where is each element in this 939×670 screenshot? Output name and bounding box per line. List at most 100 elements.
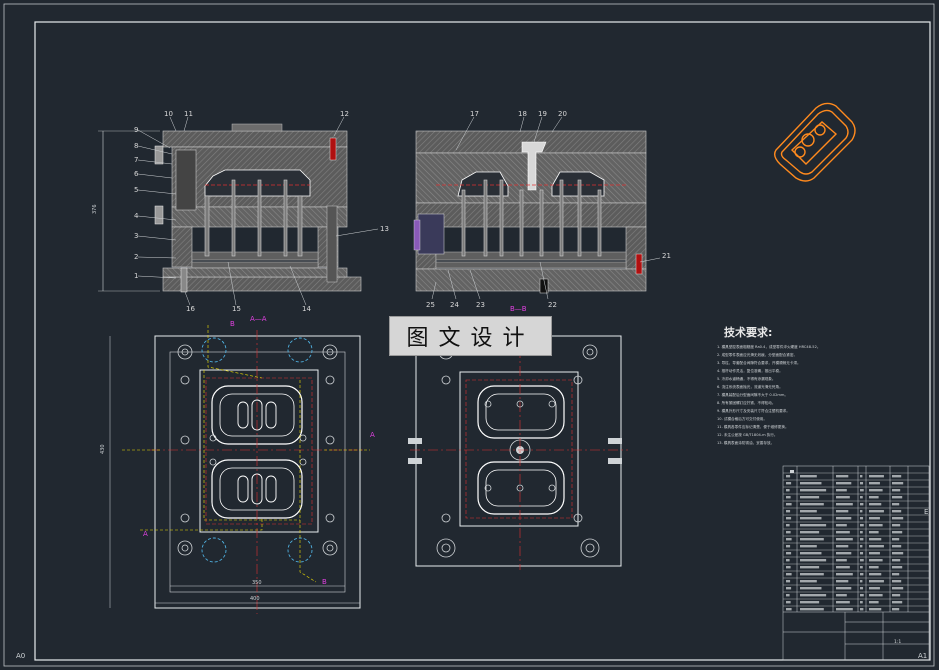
table-cell-text [860,601,863,604]
table-cell-text [892,475,902,478]
table-cell-text [800,580,817,583]
table-cell-text [786,510,791,513]
table-cell-text [892,559,901,562]
tech-item: 6. 浇注系统表面抛光，流道光滑无死角。 [717,385,783,389]
table-cell-text [800,545,817,548]
label-9: 9 [134,126,138,134]
table-cell-text [786,601,791,604]
tech-item: 3. 导柱、导套配合间隙符合要求，开模顺畅无卡滞。 [717,361,801,365]
table-cell-text [800,482,822,485]
table-cell-text [892,601,903,604]
table-cell-text [892,510,902,513]
table-cell-text [892,482,904,485]
table-cell-text [892,594,901,597]
svg-text:376: 376 [92,204,98,214]
table-cell-text [892,587,904,590]
tech-item: 10. 试模合格后方可交付使用。 [717,417,767,421]
table-cell-text [800,510,817,513]
tech-item: 2. 成型零件表面应光滑无划痕，分型面配合紧密。 [717,353,798,357]
section-a-right: A [370,431,375,439]
table-cell-text [869,559,883,562]
table-cell-text [892,503,900,506]
table-cell-text [860,517,864,520]
table-cell-text [836,524,847,527]
table-cell-text [892,489,901,492]
label-6: 6 [134,170,139,178]
table-cell-text [786,545,791,548]
label-8: 8 [134,142,138,150]
tech-item: 11. 模具各零件应标记清楚，便于维修更换。 [717,425,789,429]
label-23: 23 [476,301,485,309]
parts-list-rows [783,472,929,611]
label-11: 11 [184,110,193,118]
table-cell-text [869,503,882,506]
label-15: 15 [232,305,241,313]
right-section-view: 17 18 19 20 21 25 24 23 22 B—B [413,110,671,313]
table-cell-text [892,496,903,499]
outer-frame [3,3,935,667]
label-1: 1 [134,272,138,280]
table-cell-text [786,503,792,506]
table-cell-text [800,538,824,541]
table-cell-text [892,566,903,569]
table-cell-text [869,608,882,611]
table-cell-text [800,573,824,576]
table-cell-text [869,475,884,478]
table-cell-text [836,531,850,534]
table-cell-text [786,517,792,520]
tech-item: 5. 冷却水道畅通，不得有渗漏现象。 [717,377,776,381]
edge-label-left: A0 [16,652,26,660]
table-cell-text [836,545,849,548]
table-cell-text [836,482,852,485]
table-cell-text [860,475,863,478]
tech-item: 9. 模具外形尺寸及安装尺寸符合注塑机要求。 [717,409,790,413]
table-cell-text [892,545,902,548]
table-cell-text [836,601,850,604]
table-cell-text [860,587,864,590]
table-cell-text [800,608,824,611]
table-cell-text [892,580,902,583]
parts-list-table [782,465,930,661]
svg-text:350: 350 [252,580,262,586]
table-cell-text [836,503,853,506]
table-cell-text [836,587,852,590]
table-cell-text [800,503,824,506]
table-cell-text [800,531,820,534]
table-cell-text [860,552,864,555]
table-cell-text [836,538,853,541]
plan-view-right [408,330,628,570]
table-cell-text [860,496,863,499]
table-cell-text [786,475,791,478]
table-cell-text [892,552,904,555]
tech-item: 7. 模具装配后分型面间隙不大于 0.02mm。 [717,393,789,397]
table-cell-text [869,580,884,583]
table-cell-text [836,566,850,569]
section-bb-label: B—B [510,305,527,313]
svg-text:400: 400 [250,596,260,602]
table-cell-text [892,538,900,541]
table-cell-text [786,580,791,583]
table-cell-text [786,538,792,541]
table-cell-text [869,517,880,520]
table-cell-text [860,503,864,506]
tech-item: 1. 模具型腔表面粗糙度 Ra0.4，成型零件淬火硬度 HRC48-52。 [717,345,821,349]
table-cell-text [786,566,791,569]
inner-frame [34,21,931,661]
section-aa-label: A—A [250,315,267,323]
table-cell-text [860,482,864,485]
table-cell-text [800,489,827,492]
label-21: 21 [662,252,671,260]
table-cell-text [800,594,827,597]
table-cell-text [786,524,790,527]
table-cell-text [869,594,883,597]
label-10: 10 [164,110,173,118]
table-cell-text [869,531,879,534]
tech-item: 8. 所有紧固螺钉应拧紧，不得松动。 [717,401,776,405]
table-cell-text [786,587,792,590]
label-14: 14 [302,305,311,313]
table-cell-text [786,559,790,562]
section-b-bottom: B [322,578,327,586]
table-cell-text [800,601,820,604]
table-cell-text [869,496,879,499]
table-cell-text [800,496,820,499]
